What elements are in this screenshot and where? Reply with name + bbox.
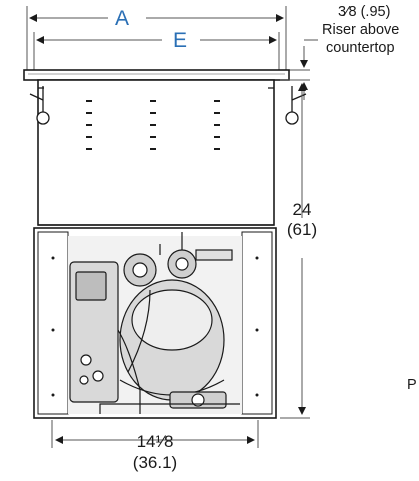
dimension-a-label: A bbox=[115, 7, 130, 30]
riser-note-line1: Riser above bbox=[322, 22, 400, 38]
upper-cabinet bbox=[37, 79, 275, 226]
riser-fraction: 3⁄8 (.95) bbox=[338, 5, 390, 20]
side-label: P bbox=[407, 377, 417, 393]
riser-plate bbox=[23, 69, 290, 81]
dimension-line-e bbox=[33, 32, 280, 74]
dimension-line-height bbox=[280, 79, 310, 419]
riser-metric-value: (.95) bbox=[360, 4, 391, 20]
dimension-line-base bbox=[51, 420, 259, 448]
latch-left bbox=[29, 86, 50, 125]
dimension-line-a bbox=[26, 6, 287, 74]
base-width-metric: (36.1) bbox=[132, 453, 178, 472]
louver-slots bbox=[86, 100, 220, 150]
latch-right bbox=[268, 86, 307, 125]
riser-fraction-value: 3⁄8 bbox=[338, 4, 357, 20]
compressor-assembly bbox=[68, 232, 242, 414]
height-imperial: 24 bbox=[292, 200, 312, 219]
base-width-imperial: 14¹⁄8 bbox=[136, 432, 174, 451]
dimension-e-label: E bbox=[173, 29, 188, 52]
riser-note-line2: countertop bbox=[326, 40, 395, 56]
height-metric: (61) bbox=[286, 220, 318, 239]
